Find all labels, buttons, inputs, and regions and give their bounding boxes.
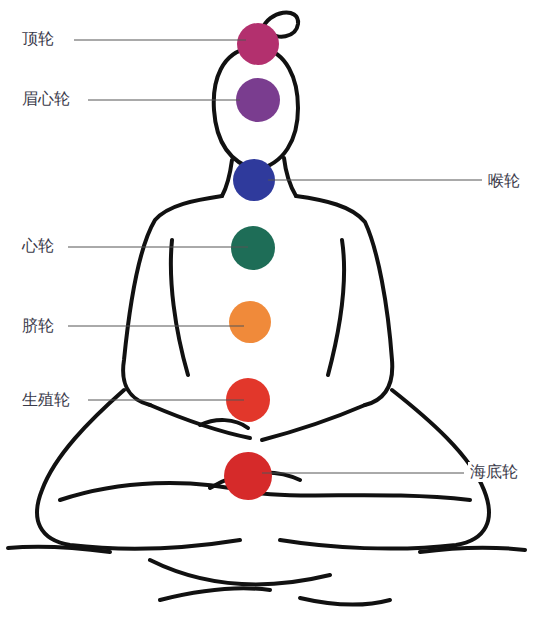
chakra-label: 脐轮 bbox=[20, 316, 56, 336]
chakra-label: 海底轮 bbox=[468, 462, 520, 482]
chakra-label: 喉轮 bbox=[486, 171, 522, 191]
chakra-label: 心轮 bbox=[20, 236, 56, 256]
chakra-label: 眉心轮 bbox=[20, 89, 72, 109]
chakra-label: 生殖轮 bbox=[20, 390, 72, 410]
chakra-label: 顶轮 bbox=[20, 29, 56, 49]
